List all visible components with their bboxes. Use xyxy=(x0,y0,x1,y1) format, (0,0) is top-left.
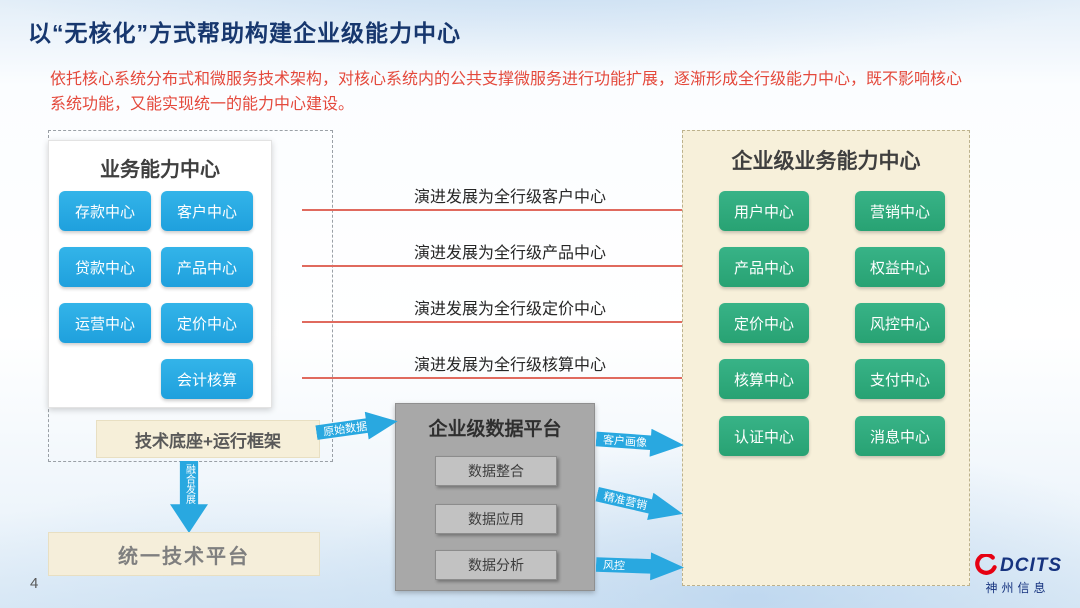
fusion-arrow-label: 融合发展 xyxy=(183,464,195,504)
customer-profile-arrow: 客户画像 xyxy=(595,425,685,459)
customer-profile-arrow-label: 客户画像 xyxy=(602,434,648,450)
node-accounting: 会计核算 xyxy=(161,359,253,399)
evolution-arrow xyxy=(302,261,716,271)
dp-item-integration: 数据整合 xyxy=(435,456,557,486)
evolution-label: 演进发展为全行级定价中心 xyxy=(413,301,606,318)
dcits-logo: DCITS 神州信息 xyxy=(973,554,1062,596)
fusion-arrow: 融合发展 xyxy=(170,461,208,533)
page-title: 以“无核化”方式帮助构建企业级能力中心 xyxy=(28,20,461,46)
enterprise-capability-title: 企业级业务能力中心 xyxy=(731,150,921,173)
precision-marketing-arrow-label: 精准营销 xyxy=(602,490,648,513)
node-pricing-center-ent: 定价中心 xyxy=(719,303,809,343)
node-user-center: 用户中心 xyxy=(719,191,809,231)
node-payment-center: 支付中心 xyxy=(855,359,945,399)
enterprise-capability-panel: 企业级业务能力中心 用户中心 营销中心 产品中心 权益中心 定价中心 风控中心 … xyxy=(682,130,970,586)
node-customer-center: 客户中心 xyxy=(161,191,253,231)
node-rights-center: 权益中心 xyxy=(855,247,945,287)
evolution-arrow xyxy=(302,317,716,327)
node-message-center: 消息中心 xyxy=(855,416,945,456)
evolution-label: 演进发展为全行级产品中心 xyxy=(413,245,606,262)
slide-subtitle: 依托核心系统分布式和微服务技术架构，对核心系统内的公共支撑微服务进行功能扩展，逐… xyxy=(50,71,963,113)
node-marketing-center: 营销中心 xyxy=(855,191,945,231)
node-pricing-center: 定价中心 xyxy=(161,303,253,343)
risk-control-arrow-label: 风控 xyxy=(602,559,626,573)
node-auth-center: 认证中心 xyxy=(719,416,809,456)
logo-company-text: 神州信息 xyxy=(985,581,1050,595)
business-capability-title: 业务能力中心 xyxy=(100,159,220,181)
data-platform-title: 企业级数据平台 xyxy=(428,419,562,440)
dp-item-analysis: 数据分析 xyxy=(435,550,557,580)
business-capability-box: 业务能力中心 存款中心 客户中心 贷款中心 产品中心 运营中心 定价中心 会计核… xyxy=(48,140,272,408)
node-operation-center: 运营中心 xyxy=(59,303,151,343)
node-accounting-center: 核算中心 xyxy=(719,359,809,399)
logo-brand-text: DCITS xyxy=(1000,555,1062,576)
evolution-arrow xyxy=(302,373,716,383)
page-number: 4 xyxy=(30,575,39,592)
node-risk-center: 风控中心 xyxy=(855,303,945,343)
evolution-arrow xyxy=(302,205,716,215)
dp-item-application: 数据应用 xyxy=(435,504,557,534)
tech-base-box: 技术底座+运行框架 xyxy=(96,420,320,458)
node-product-center-ent: 产品中心 xyxy=(719,247,809,287)
node-loan-center: 贷款中心 xyxy=(59,247,151,287)
risk-control-arrow: 风控 xyxy=(596,550,685,581)
evolution-label: 演进发展为全行级核算中心 xyxy=(413,357,606,374)
node-deposit-center: 存款中心 xyxy=(59,191,151,231)
node-product-center: 产品中心 xyxy=(161,247,253,287)
precision-marketing-arrow: 精准营销 xyxy=(594,480,686,527)
dcits-swoosh-icon xyxy=(975,554,997,575)
data-platform: 企业级数据平台 数据整合 数据应用 数据分析 xyxy=(395,403,595,591)
evolution-label: 演进发展为全行级客户中心 xyxy=(413,189,606,206)
unified-tech-platform: 统一技术平台 xyxy=(48,532,320,576)
